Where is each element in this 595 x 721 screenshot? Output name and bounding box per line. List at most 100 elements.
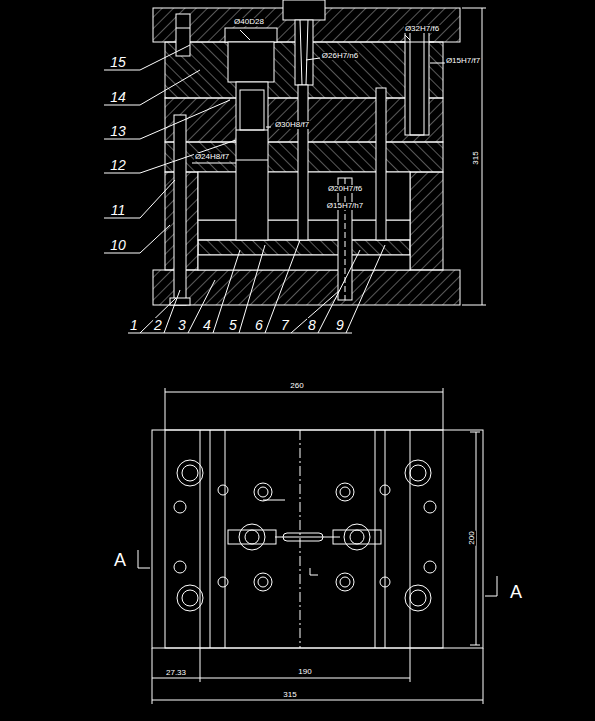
return-pin <box>345 178 346 300</box>
leader-lines <box>104 173 140 174</box>
guide-pin <box>170 115 190 305</box>
plan-dimensions <box>165 392 443 393</box>
core-insert <box>236 130 268 131</box>
locating-ring <box>225 28 277 82</box>
plan-view <box>177 585 203 611</box>
plan-dimensions <box>152 700 483 701</box>
section-marks <box>138 550 497 596</box>
callout-number: 13 <box>109 124 127 138</box>
locating-ring <box>228 42 274 82</box>
leader-lines <box>104 70 140 71</box>
plan-view <box>300 430 301 648</box>
plan-view <box>340 577 350 587</box>
plan-view <box>218 577 228 587</box>
sprue-bushing <box>283 0 325 85</box>
dimension-value: 260 <box>289 382 304 390</box>
plan-view <box>380 485 390 495</box>
plan-view <box>405 460 431 486</box>
return-pin <box>338 178 352 300</box>
locating-ring <box>225 28 277 42</box>
leader-lines <box>192 163 236 164</box>
leader-lines <box>104 105 140 106</box>
callout-number: 3 <box>177 318 187 332</box>
leader-lines <box>239 245 265 333</box>
plan-view <box>258 577 268 587</box>
screw <box>176 28 190 29</box>
leader-lines <box>240 30 250 40</box>
plan-view <box>283 533 323 541</box>
fit-dimension: Ø32H7/f6 <box>404 25 440 33</box>
ejector-pin <box>298 85 308 240</box>
guide-bushing <box>400 30 434 135</box>
plan-view <box>333 530 381 544</box>
plan-view <box>275 537 340 538</box>
plan-dimensions <box>200 678 410 679</box>
core-insert <box>236 82 268 240</box>
section-marks <box>138 550 150 568</box>
callout-number: 6 <box>254 318 264 332</box>
core-insert <box>236 160 268 161</box>
leader-lines <box>140 100 230 139</box>
plan-view <box>380 577 390 587</box>
ejector-plates <box>198 240 410 255</box>
plan-view <box>410 465 426 481</box>
section-mark: A <box>113 551 127 569</box>
plan-view <box>336 483 354 501</box>
bottom-clamp-plate <box>198 255 410 270</box>
plan-dimensions <box>152 388 483 704</box>
section-mark: A <box>509 583 523 601</box>
screw <box>176 14 190 56</box>
plan-view <box>152 430 483 648</box>
leader-lines <box>213 250 240 333</box>
plan-view <box>375 430 376 648</box>
plan-view <box>254 573 272 591</box>
guide-bushing <box>400 42 434 43</box>
leader-lines <box>265 240 300 333</box>
callout-number: 14 <box>109 90 127 104</box>
plan-view <box>310 568 311 575</box>
leader-lines <box>430 63 445 64</box>
plan-view <box>174 501 186 513</box>
plan-view <box>152 430 483 648</box>
plan-view <box>405 585 431 611</box>
plan-view <box>210 430 211 648</box>
guide-bushing <box>405 30 429 135</box>
fit-dimension: Ø40D28 <box>233 18 265 26</box>
plan-view <box>182 590 198 606</box>
ejector-pin <box>376 88 386 240</box>
dimension-value: 200 <box>468 530 476 545</box>
plan-dimensions <box>165 388 166 430</box>
plan-view <box>424 561 436 573</box>
plan-view <box>177 460 203 486</box>
callout-number: 1 <box>129 318 139 332</box>
screw <box>176 14 190 56</box>
leader-lines <box>140 180 175 218</box>
leader-lines <box>104 253 140 254</box>
callout-number: 8 <box>307 318 317 332</box>
dimension-lines <box>482 8 483 305</box>
leader-lines <box>188 280 215 333</box>
fit-dimension: Ø20H7/f6 <box>327 185 363 193</box>
plan-view <box>310 575 318 576</box>
leader-lines <box>140 45 190 70</box>
fit-dimension: Ø15H7/h7 <box>326 202 364 210</box>
plan-view <box>385 430 386 648</box>
guide-bushing <box>410 30 424 135</box>
fit-dimension: Ø26H7/n6 <box>321 52 359 60</box>
section-marks <box>497 576 498 582</box>
fit-dimension: Ø24H8/f7 <box>194 153 230 161</box>
plan-view <box>228 530 276 544</box>
leader-lines <box>104 218 140 219</box>
sprue-bushing <box>283 0 325 20</box>
plan-view <box>225 430 226 648</box>
sprue-bushing <box>300 20 302 85</box>
fit-dimension: Ø15H7/f7 <box>445 57 481 65</box>
bottom-clamp-plate <box>153 270 460 305</box>
plan-view <box>258 487 268 497</box>
callout-number: 2 <box>153 318 163 332</box>
callout-number: 5 <box>228 318 238 332</box>
callout-number: 12 <box>109 158 127 172</box>
sprue-bushing <box>295 20 313 85</box>
return-pin <box>338 178 352 300</box>
